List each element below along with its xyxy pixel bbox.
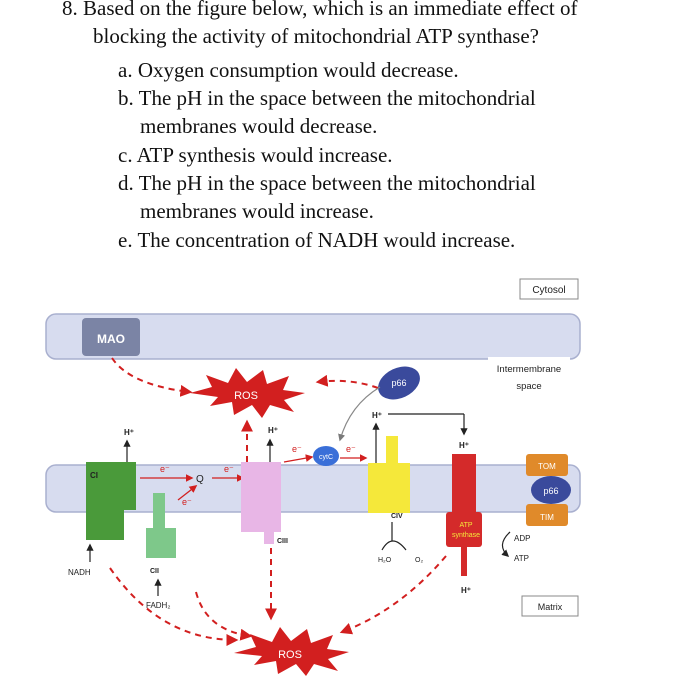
atp-synthase-bottom xyxy=(446,512,482,547)
cytc-label: cytC xyxy=(319,454,333,461)
fadh2-label: FADH₂ xyxy=(146,601,170,610)
p66-to-cytc-arrow xyxy=(338,386,381,442)
atp-synthase-stalk xyxy=(461,546,467,576)
inner-membrane xyxy=(45,464,581,513)
electron-q: e⁻ xyxy=(224,464,234,474)
q-label: Q xyxy=(196,474,204,485)
intermembrane-label-1: Intermembrane xyxy=(497,364,561,375)
atp-to-ros-bottom-arrow xyxy=(339,555,447,635)
p66-oval xyxy=(378,366,420,400)
question-text-line-2: blocking the activity of mitochondrial A… xyxy=(93,24,539,48)
ci-to-ros-bottom-arrow xyxy=(109,567,239,646)
mao-protein xyxy=(82,318,140,356)
option-a[interactable]: a. Oxygen consumption would decrease. xyxy=(118,58,459,82)
electron-cii: e⁻ xyxy=(182,497,192,507)
nadh-label: NADH xyxy=(68,568,91,577)
tom-complex xyxy=(526,454,568,476)
complex-ii xyxy=(146,528,176,558)
complex-iii-lower xyxy=(264,530,274,544)
complex-iii-label: CIII xyxy=(277,538,288,545)
complex-i-label: CI xyxy=(90,471,98,480)
ciii-to-cytc-arrow xyxy=(283,454,314,463)
electron-ciii: e⁻ xyxy=(292,444,302,454)
ros-top-label: ROS xyxy=(234,390,258,402)
question-block: 8. Based on the figure below, which is a… xyxy=(0,0,700,262)
matrix-label: Matrix xyxy=(538,602,563,612)
intermembrane-label-2: space xyxy=(516,381,541,392)
outer-membrane xyxy=(45,313,581,360)
mao-label: MAO xyxy=(97,332,125,346)
option-c[interactable]: c. ATP synthesis would increase. xyxy=(118,143,393,167)
matrix-label-box xyxy=(521,595,579,617)
atp-synthase-top xyxy=(452,454,476,514)
complex-iv xyxy=(368,463,410,513)
h-plus-atp-top: H⁺ xyxy=(459,441,469,450)
atp-label: ATP xyxy=(514,554,529,563)
mao-to-ros-arrow xyxy=(111,357,193,397)
tom-label: TOM xyxy=(538,462,556,471)
option-e[interactable]: e. The concentration of NADH would incre… xyxy=(118,228,516,252)
electron-cytc: e⁻ xyxy=(346,444,356,454)
option-b-continuation: membranes would decrease. xyxy=(140,114,378,138)
h-plus-top: H⁺ xyxy=(372,411,382,420)
complex-ii-top xyxy=(153,493,165,529)
adp-label: ADP xyxy=(514,534,530,543)
electron-ci: e⁻ xyxy=(160,464,170,474)
complex-i-h-plus: H⁺ xyxy=(124,428,134,437)
o2-to-h2o-curve xyxy=(381,540,407,551)
complex-ii-label: CII xyxy=(150,568,159,575)
complex-iii-h-plus: H⁺ xyxy=(268,426,278,435)
option-d[interactable]: d. The pH in the space between the mitoc… xyxy=(118,171,536,195)
intermembrane-label-box xyxy=(488,357,570,395)
ros-bottom-label: ROS xyxy=(278,649,302,661)
h-plus-matrix: H⁺ xyxy=(461,586,471,595)
complex-iv-stem xyxy=(386,436,398,466)
option-d-continuation: membranes would increase. xyxy=(140,199,374,223)
h2o-label: H₂O xyxy=(378,557,392,564)
p66-label: p66 xyxy=(391,378,406,388)
atp-synthase-label-2: synthase xyxy=(452,532,480,539)
mitochondria-diagram: Cytosol MAO ROS p66 Intermembrane space … xyxy=(45,278,581,676)
complex-iv-label: CIV xyxy=(391,513,403,520)
tim-complex xyxy=(526,504,568,526)
p66-membrane-label: p66 xyxy=(543,486,558,496)
atp-synthase-label-1: ATP xyxy=(459,522,472,529)
ros-bottom-burst xyxy=(234,627,349,676)
cytc-oval xyxy=(313,446,339,466)
ros-top-burst xyxy=(190,368,305,418)
cytosol-label-box xyxy=(519,278,579,300)
complex-i xyxy=(86,462,136,540)
cii-to-ros-bottom-arrow xyxy=(195,591,253,641)
question-text-line-1: 8. Based on the figure below, which is a… xyxy=(62,0,578,20)
o2-label: O₂ xyxy=(415,557,423,564)
complex-iii xyxy=(241,462,281,532)
option-b[interactable]: b. The pH in the space between the mitoc… xyxy=(118,86,536,110)
p66-to-ros-arrow xyxy=(315,374,379,389)
adp-atp-curve xyxy=(501,531,511,557)
p66-membrane-oval xyxy=(531,476,571,504)
cytosol-label: Cytosol xyxy=(532,285,565,296)
cii-to-q-arrow xyxy=(177,485,198,501)
tim-label: TIM xyxy=(540,513,554,522)
